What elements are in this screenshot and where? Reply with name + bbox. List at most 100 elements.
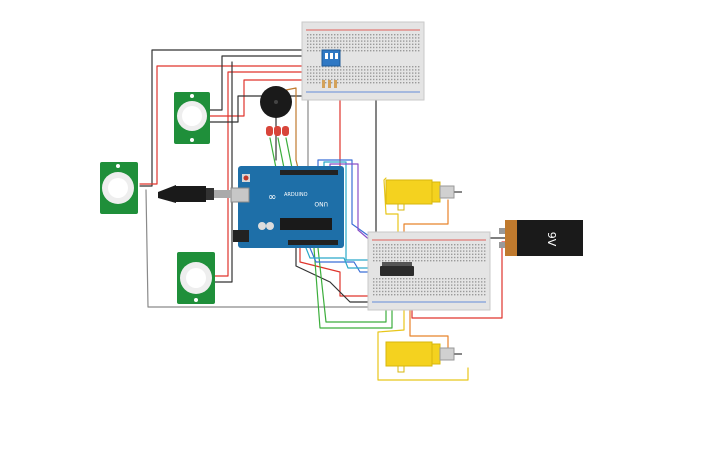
breadboard-hole [451, 253, 453, 255]
breadboard-hole [316, 37, 318, 39]
breadboard-hole [307, 82, 309, 84]
breadboard-hole [385, 256, 387, 259]
breadboard-hole [373, 37, 375, 39]
breadboard-hole [403, 46, 405, 49]
breadboard-hole [307, 75, 309, 77]
breadboard-hole [403, 69, 405, 71]
breadboard-hole [349, 82, 351, 84]
breadboard-hole [436, 278, 438, 280]
breadboard-hole [385, 247, 387, 249]
breadboard-hole [307, 37, 309, 39]
breadboard-hole [388, 278, 390, 280]
breadboard-hole [385, 260, 387, 262]
breadboard-hole [406, 287, 408, 289]
breadboard-hole [337, 37, 339, 39]
breadboard-hole [364, 46, 366, 49]
breadboard-hole [406, 72, 408, 74]
breadboard-hole [412, 37, 414, 39]
breadboard-hole [388, 247, 390, 249]
breadboard-hole [412, 75, 414, 77]
breadboard-hole [415, 260, 417, 262]
breadboard-hole [370, 40, 372, 42]
breadboard-hole [427, 278, 429, 280]
breadboard-hole [466, 281, 468, 283]
breadboard-hole [385, 253, 387, 255]
breadboard-hole [337, 69, 339, 71]
breadboard-hole [409, 287, 411, 289]
breadboard-hole [328, 37, 330, 39]
breadboard-hole [466, 260, 468, 262]
breadboard-hole [457, 287, 459, 289]
breadboard-hole [373, 281, 375, 283]
breadboard-hole [457, 260, 459, 262]
breadboard-hole [418, 46, 420, 49]
breadboard-hole [328, 72, 330, 74]
breadboard-hole [394, 72, 396, 74]
dip-switch[interactable] [321, 49, 341, 67]
breadboard-hole [412, 50, 414, 52]
breadboard-hole [400, 287, 402, 289]
breadboard-hole [334, 75, 336, 77]
breadboard-hole [409, 69, 411, 71]
breadboard-hole [424, 284, 426, 286]
breadboard-hole [469, 260, 471, 262]
breadboard-hole [403, 82, 405, 84]
breadboard-hole [400, 34, 402, 36]
wire-led-3 [285, 137, 293, 169]
breadboard-hole [370, 34, 372, 36]
breadboard-hole [424, 256, 426, 259]
breadboard-hole [412, 278, 414, 280]
breadboard-hole [307, 43, 309, 45]
breadboard-hole [436, 260, 438, 262]
breadboard-hole [391, 66, 393, 68]
breadboard-hole [328, 66, 330, 68]
breadboard-hole [400, 260, 402, 262]
breadboard-hole [448, 290, 450, 293]
breadboard-hole [328, 40, 330, 42]
breadboard-hole [385, 284, 387, 286]
breadboard-hole [397, 40, 399, 42]
breadboard-hole [391, 284, 393, 286]
breadboard-hole [436, 290, 438, 293]
breadboard-hole [481, 247, 483, 249]
breadboard-hole [358, 82, 360, 84]
breadboard-hole [388, 294, 390, 296]
breadboard-hole [346, 50, 348, 52]
breadboard-hole [400, 290, 402, 293]
breadboard-hole [397, 287, 399, 289]
breadboard-hole [472, 290, 474, 293]
breadboard-hole [457, 253, 459, 255]
breadboard-hole [460, 247, 462, 249]
breadboard-hole [334, 34, 336, 36]
breadboard-hole [406, 34, 408, 36]
battery-label: 9V [545, 232, 558, 247]
breadboard-hole [397, 290, 399, 293]
breadboard-hole [415, 66, 417, 68]
breadboard-hole [322, 43, 324, 45]
breadboard-hole [391, 34, 393, 36]
breadboard-hole [373, 244, 375, 246]
breadboard-hole [400, 40, 402, 42]
breadboard-hole [484, 284, 486, 286]
breadboard-hole [355, 50, 357, 52]
breadboard-hole [316, 82, 318, 84]
breadboard-hole [373, 294, 375, 296]
breadboard-hole [388, 82, 390, 84]
breadboard-hole [394, 37, 396, 39]
breadboard-hole [364, 34, 366, 36]
breadboard-hole [412, 40, 414, 42]
breadboard-hole [451, 256, 453, 259]
breadboard-hole [316, 40, 318, 42]
breadboard-hole [418, 253, 420, 255]
wire-black-pir-top [209, 55, 311, 111]
breadboard-hole [385, 66, 387, 68]
breadboard-hole [385, 69, 387, 71]
breadboard-hole [382, 40, 384, 42]
resistors [322, 80, 337, 88]
breadboard-hole [352, 40, 354, 42]
breadboard-hole [460, 281, 462, 283]
breadboard-hole [382, 37, 384, 39]
breadboard-hole [412, 46, 414, 49]
breadboard-hole [421, 253, 423, 255]
breadboard-hole [352, 66, 354, 68]
